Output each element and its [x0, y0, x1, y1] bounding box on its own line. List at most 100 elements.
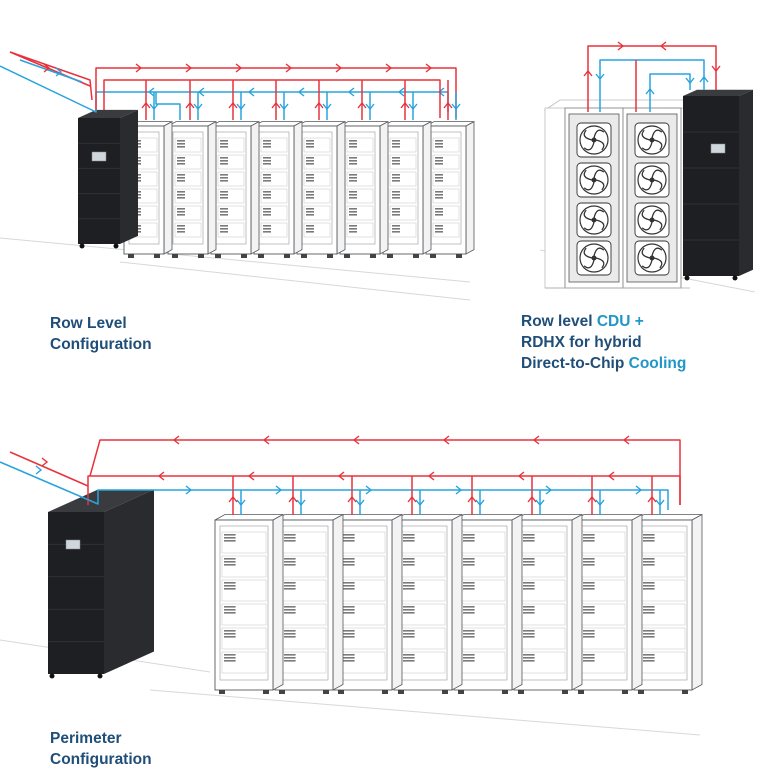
rack-unit: [303, 222, 331, 238]
rack-label-mark: [435, 174, 443, 176]
rack-label-mark: [435, 197, 443, 199]
rack-label-mark: [523, 561, 535, 563]
rack-label-mark: [177, 197, 185, 199]
rack-label-mark: [306, 231, 314, 233]
rack-label-mark: [463, 588, 475, 590]
rack-label-mark: [403, 609, 415, 611]
rack-foot: [279, 690, 285, 694]
rack-label-mark: [523, 534, 535, 536]
flow-arrow-icon: [337, 471, 345, 481]
server-rack-icon: [633, 513, 703, 694]
fan-blade: [653, 219, 663, 231]
perimeter-label: Perimeter Configuration: [50, 728, 152, 770]
rack-label-mark: [306, 211, 314, 213]
flow-arrow-icon: [135, 63, 143, 73]
rack-label-mark: [523, 609, 535, 611]
fan-icon: [576, 162, 612, 198]
fan-blade: [651, 129, 663, 139]
rack-label-mark: [643, 630, 655, 632]
flow-arrow-icon: [347, 495, 357, 503]
flow-arrow-icon: [365, 103, 375, 111]
rack-label-mark: [523, 654, 535, 656]
rack-top: [393, 514, 463, 521]
rack-label-mark: [343, 636, 355, 638]
rack-label-mark: [343, 588, 355, 590]
rack-label-mark: [177, 225, 185, 227]
rack-label-mark: [583, 540, 595, 542]
rack-label-mark: [463, 609, 475, 611]
flow-arrow-icon: [35, 465, 43, 475]
fan-icon: [576, 240, 612, 276]
rack-label-mark: [403, 537, 415, 539]
rack-label-mark: [263, 231, 271, 233]
flow-arrow-icon: [437, 87, 445, 97]
rack-label-mark: [263, 191, 271, 193]
rack-label-mark: [435, 146, 443, 148]
rack-label-mark: [224, 606, 236, 608]
rack-label-mark: [463, 606, 475, 608]
flow-arrow-icon: [335, 63, 343, 73]
rack-label-mark: [392, 157, 400, 159]
rack-label-mark: [523, 585, 535, 587]
flow-arrow-icon: [400, 101, 410, 109]
cdu-top: [48, 489, 154, 512]
rack-label-mark: [306, 177, 314, 179]
rack-label-mark: [583, 588, 595, 590]
server-rack-icon: [274, 513, 344, 694]
rack-label-mark: [583, 606, 595, 608]
rack-label-mark: [284, 540, 296, 542]
rack-side: [293, 120, 303, 255]
rack-label-mark: [224, 564, 236, 566]
flow-arrow-icon: [699, 75, 709, 83]
pipe: [599, 59, 705, 112]
rack-label-mark: [263, 146, 271, 148]
rack-label-mark: [349, 177, 357, 179]
hybrid-label-cooling: Cooling: [628, 355, 687, 372]
flow-arrow-icon: [355, 499, 365, 507]
rack-label-mark: [463, 540, 475, 542]
rack-label-mark: [177, 231, 185, 233]
rear-door-heat-exchanger-icon: [543, 99, 691, 289]
rack-front: [214, 519, 274, 691]
rack-label-mark: [403, 585, 415, 587]
rack-label-mark: [263, 228, 271, 230]
rack-label-mark: [463, 564, 475, 566]
rack-label-mark: [263, 208, 271, 210]
rack-unit: [260, 171, 288, 187]
fan-blade: [583, 169, 593, 181]
fan-blade: [641, 221, 653, 231]
rack-label-mark: [643, 636, 655, 638]
rack-label-mark: [349, 214, 357, 216]
rack-foot: [578, 690, 584, 694]
rack-label-mark: [343, 654, 355, 656]
rack-label-mark: [349, 146, 357, 148]
rack-foot: [398, 690, 404, 694]
rack-unit: [346, 171, 374, 187]
rack-label-mark: [224, 534, 236, 536]
pipe: [89, 439, 681, 505]
flow-arrow-icon: [645, 87, 655, 95]
rack-label-mark: [463, 585, 475, 587]
rack-label-mark: [523, 540, 535, 542]
rack-unit: [221, 555, 267, 578]
cdu-display: [710, 143, 726, 154]
rack-label-mark: [435, 214, 443, 216]
flow-arrow-icon: [711, 65, 721, 73]
rack-label-mark: [643, 609, 655, 611]
cdu-top: [683, 89, 753, 96]
rack-label-mark: [343, 630, 355, 632]
rack-label-mark: [463, 612, 475, 614]
rack-label-mark: [284, 606, 296, 608]
rack-label-mark: [583, 609, 595, 611]
rack-label-mark: [392, 225, 400, 227]
rack-front: [425, 125, 467, 255]
rack-label-mark: [643, 585, 655, 587]
rack-foot: [458, 690, 464, 694]
ghost-rack-side: [544, 107, 566, 289]
rack-label-mark: [263, 160, 271, 162]
rack-label-mark: [463, 660, 475, 662]
rack-front: [339, 125, 381, 255]
rack-label-mark: [343, 657, 355, 659]
fan-blade: [593, 209, 605, 219]
rack-label-mark: [583, 564, 595, 566]
